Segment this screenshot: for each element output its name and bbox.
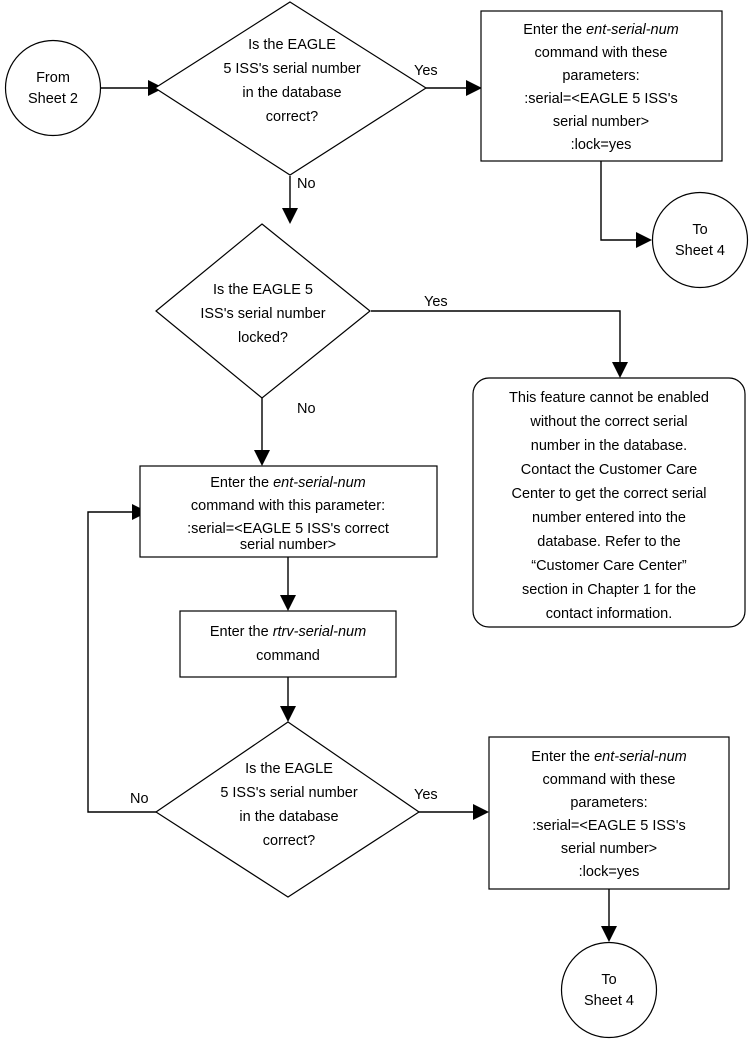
- to-sheet-4-top-line-2: Sheet 4: [675, 243, 725, 259]
- decision-top-line-4: correct?: [266, 109, 318, 125]
- note-contact-customer-care-box[interactable]: [472, 377, 746, 628]
- node-from-sheet-2[interactable]: From Sheet 2: [4, 39, 102, 137]
- ent-bottom-line-5: serial number>: [561, 841, 657, 857]
- node-decision-serial-correct-top[interactable]: Is the EAGLE 5 ISS's serial number in th…: [153, 1, 428, 176]
- decision-top-line-2: 5 ISS's serial number: [223, 61, 361, 77]
- decision-top-line-1: Is the EAGLE: [248, 37, 336, 53]
- ent-bottom-line-6: :lock=yes: [579, 864, 640, 880]
- ent-top-line-6: :lock=yes: [571, 137, 632, 153]
- node-decision-serial-correct-bottom[interactable]: Is the EAGLE 5 ISS's serial number in th…: [154, 721, 421, 898]
- ent-top-line-3: parameters:: [562, 68, 639, 84]
- arrowhead-ent-to-rtrv: [280, 595, 296, 611]
- arrowhead-locked-yes: [612, 362, 628, 378]
- node-enter-rtrv-serial-num[interactable]: Enter the rtrv-serial-num command: [179, 610, 397, 678]
- rtrv-serial-num-box[interactable]: [179, 610, 397, 678]
- edge-locked-yes: [371, 310, 621, 362]
- from-sheet-2-line-2: Sheet 2: [28, 91, 78, 107]
- node-to-sheet-4-top[interactable]: To Sheet 4: [651, 191, 749, 289]
- arrowhead-bottom-yes: [473, 804, 489, 820]
- edge-label-top-yes: Yes: [414, 63, 438, 79]
- edge-bottom-no-loopback: [87, 511, 156, 813]
- rtrv-line-1: Enter the rtrv-serial-num: [210, 624, 366, 640]
- decision-bottom-line-3: in the database: [239, 809, 338, 825]
- ent-serial-num-lock-top-box[interactable]: [480, 10, 723, 162]
- node-decision-serial-locked[interactable]: Is the EAGLE 5 ISS's serial number locke…: [155, 223, 371, 399]
- ent-bottom-line-3: parameters:: [570, 795, 647, 811]
- node-to-sheet-4-bottom[interactable]: To Sheet 4: [560, 941, 658, 1039]
- ent-top-line-1: Enter the ent-serial-num: [523, 22, 679, 38]
- note-line-1: This feature cannot be enabled: [509, 390, 709, 406]
- to-sheet-4-bottom-circle[interactable]: [560, 941, 658, 1039]
- note-line-7: database. Refer to the: [537, 534, 681, 550]
- note-line-5: Center to get the correct serial: [511, 486, 706, 502]
- arrowhead-top-yes: [466, 80, 482, 96]
- note-line-4: Contact the Customer Care: [521, 462, 698, 478]
- arrowhead-rtrv-to-decision-bottom: [280, 706, 296, 722]
- from-sheet-2-circle[interactable]: [4, 39, 102, 137]
- note-line-6: number entered into the: [532, 510, 686, 526]
- edge-label-bottom-no: No: [130, 791, 149, 807]
- edge-top-box-to-sheet4: [600, 161, 636, 241]
- ent-bottom-line-2: command with these: [543, 772, 676, 788]
- edge-label-bottom-yes: Yes: [414, 787, 438, 803]
- ent-correct-line-4: serial number>: [240, 537, 336, 553]
- ent-bottom-line-4: :serial=<EAGLE 5 ISS's: [532, 818, 685, 834]
- decision-locked-line-3: locked?: [238, 330, 288, 346]
- decision-top-line-3: in the database: [242, 85, 341, 101]
- decision-bottom-line-4: correct?: [263, 833, 315, 849]
- from-sheet-2-line-1: From: [36, 70, 70, 86]
- ent-correct-line-2: command with this parameter:: [191, 498, 385, 514]
- decision-bottom-line-2: 5 ISS's serial number: [220, 785, 358, 801]
- note-line-2: without the correct serial: [529, 414, 687, 430]
- note-line-10: contact information.: [546, 606, 673, 622]
- edge-label-locked-yes: Yes: [424, 294, 448, 310]
- arrowhead-top-no: [282, 208, 298, 224]
- ent-serial-num-lock-bottom-box[interactable]: [488, 736, 730, 890]
- node-enter-ent-serial-num-lock-top[interactable]: Enter the ent-serial-num command with th…: [480, 10, 723, 162]
- node-enter-ent-serial-num-correct[interactable]: Enter the ent-serial-num command with th…: [139, 465, 438, 558]
- decision-bottom-diamond[interactable]: [154, 721, 421, 898]
- ent-top-line-4: :serial=<EAGLE 5 ISS's: [524, 91, 677, 107]
- arrowhead-locked-no: [254, 450, 270, 466]
- to-sheet-4-top-circle[interactable]: [651, 191, 749, 289]
- node-enter-ent-serial-num-lock-bottom[interactable]: Enter the ent-serial-num command with th…: [488, 736, 730, 890]
- decision-bottom-line-1: Is the EAGLE: [245, 761, 333, 777]
- edge-label-locked-no: No: [297, 401, 316, 417]
- edge-label-layer: Yes No Yes No Yes No: [130, 63, 448, 807]
- note-line-3: number in the database.: [531, 438, 687, 454]
- ent-top-line-2: command with these: [535, 45, 668, 61]
- decision-locked-line-1: Is the EAGLE 5: [213, 282, 313, 298]
- note-line-9: section in Chapter 1 for the: [522, 582, 696, 598]
- edge-label-top-no: No: [297, 176, 316, 192]
- connector-layer: [87, 80, 652, 942]
- node-note-contact-customer-care[interactable]: This feature cannot be enabled without t…: [472, 377, 746, 628]
- to-sheet-4-bottom-line-1: To: [601, 972, 616, 988]
- to-sheet-4-bottom-line-2: Sheet 4: [584, 993, 634, 1009]
- ent-bottom-line-1: Enter the ent-serial-num: [531, 749, 687, 765]
- arrowhead-bottom-box-to-sheet4: [601, 926, 617, 942]
- ent-correct-line-3: :serial=<EAGLE 5 ISS's correct: [187, 521, 389, 537]
- note-line-8: “Customer Care Center”: [531, 558, 687, 574]
- rtrv-line-2: command: [256, 648, 320, 664]
- ent-serial-num-correct-box[interactable]: [139, 465, 438, 558]
- arrowhead-top-box-to-sheet4: [636, 232, 652, 248]
- decision-locked-line-2: ISS's serial number: [200, 306, 325, 322]
- ent-top-line-5: serial number>: [553, 114, 649, 130]
- to-sheet-4-top-line-1: To: [692, 222, 707, 238]
- decision-locked-diamond[interactable]: [155, 223, 371, 399]
- ent-correct-line-1: Enter the ent-serial-num: [210, 475, 366, 491]
- decision-top-diamond[interactable]: [153, 1, 428, 176]
